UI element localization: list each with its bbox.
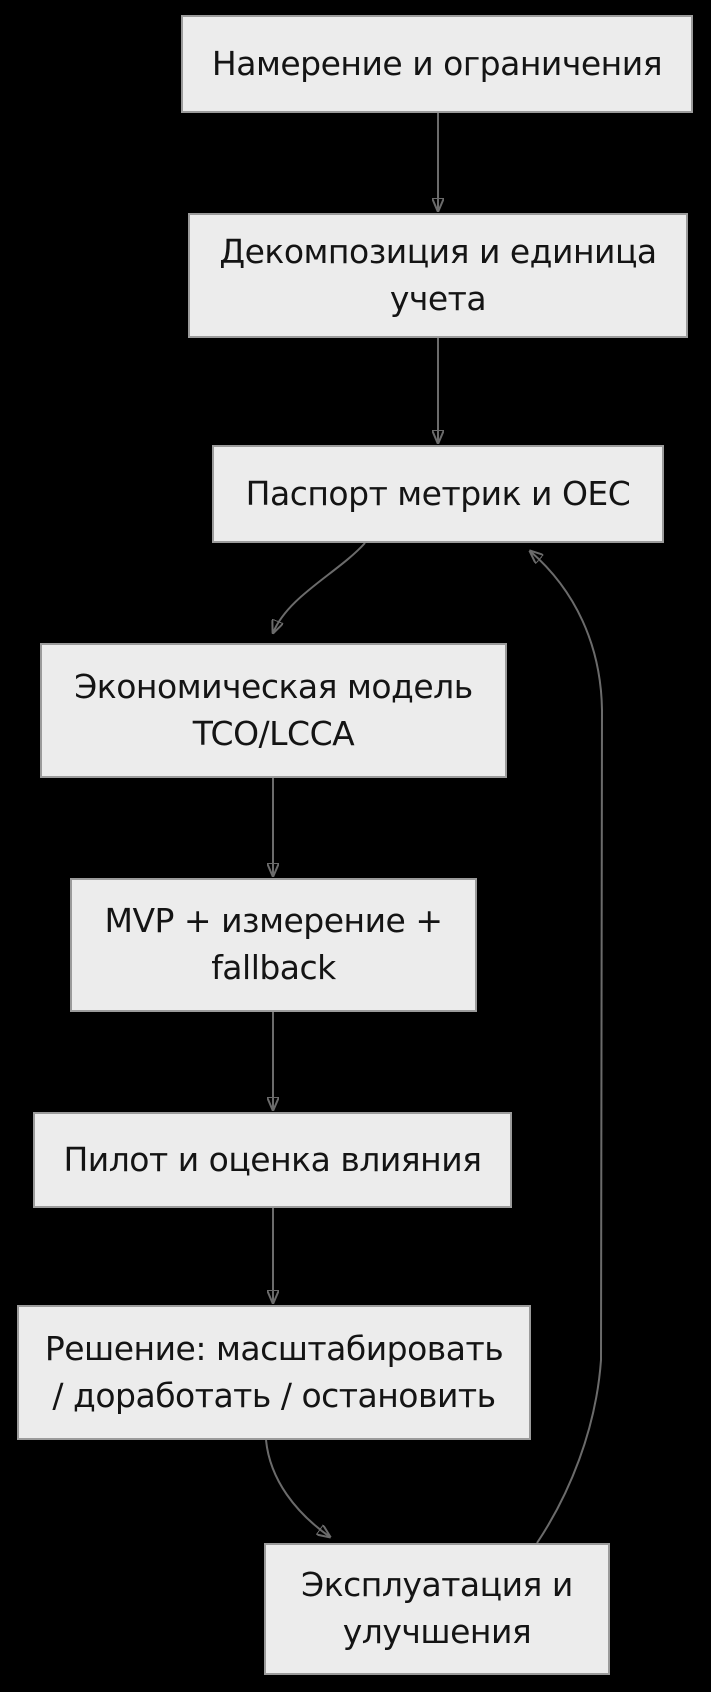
node-operations-improvements: Эксплуатация и улучшения (264, 1543, 610, 1675)
node-operations-label: Эксплуатация и улучшения (301, 1565, 573, 1651)
node-intent-and-constraints: Намерение и ограничения (181, 15, 693, 113)
node-decision-label: Решение: масштабировать / доработать / о… (44, 1328, 504, 1415)
node-metrics-oec-label: Паспорт метрик и OEC (245, 473, 631, 513)
node-mvp-measurement-fallback: MVP + измерение + fallback (70, 878, 477, 1012)
edge-operations-to-metrics-oec-feedback (530, 551, 604, 1544)
edge-metrics-oec-to-tco-lcca (273, 542, 366, 633)
node-pilot-impact: Пилот и оценка влияния (33, 1112, 512, 1208)
node-decomposition-label: Декомпозиция и единица учета (219, 231, 657, 318)
node-tco-lcca-label: Экономическая модель TCO/LCCA (74, 666, 473, 753)
node-metrics-passport-oec: Паспорт метрик и OEC (212, 445, 664, 543)
node-pilot-label: Пилот и оценка влияния (63, 1139, 482, 1179)
node-mvp-label: MVP + измерение + fallback (104, 901, 443, 987)
node-decision-scale-rework-stop: Решение: масштабировать / доработать / о… (17, 1305, 531, 1440)
edge-decision-to-operations (265, 1439, 330, 1537)
node-economic-model-tco-lcca: Экономическая модель TCO/LCCA (40, 643, 507, 778)
node-decomposition-unit: Декомпозиция и единица учета (188, 213, 688, 338)
node-intent-label: Намерение и ограничения (211, 43, 663, 83)
